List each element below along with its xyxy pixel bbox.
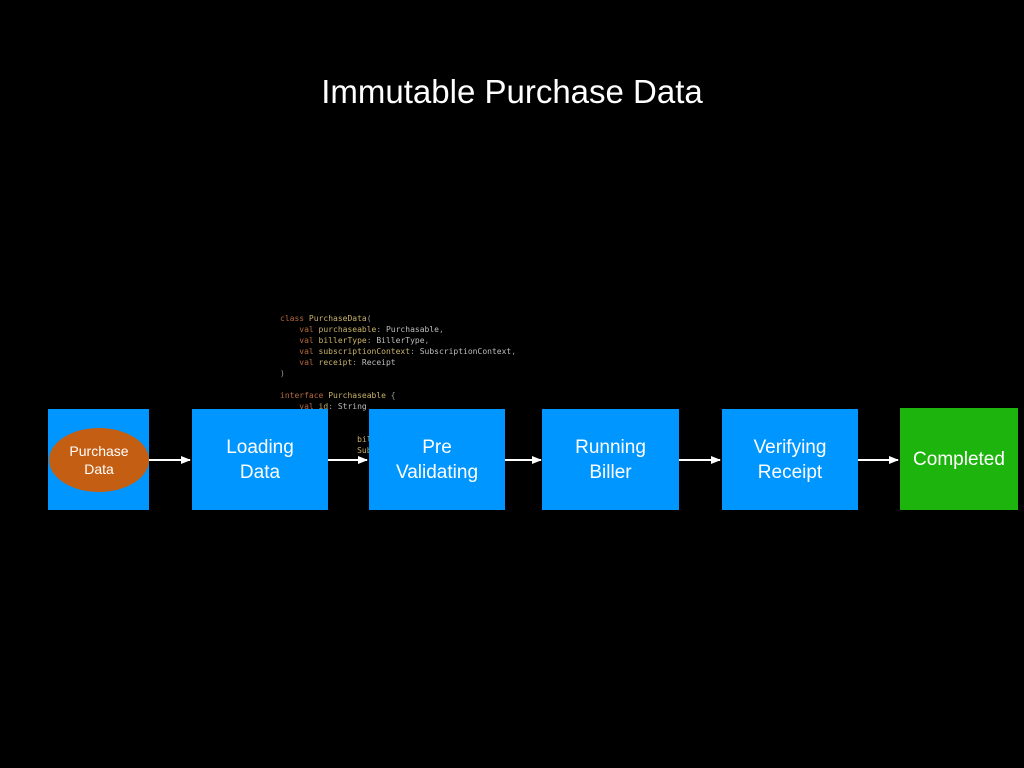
- state-label-running-biller: Running Biller: [575, 436, 646, 483]
- state-box-pre-validating: Pre Validating: [369, 409, 505, 510]
- code-line: ): [280, 369, 285, 378]
- state-label-verifying-receipt: Verifying Receipt: [753, 436, 827, 483]
- code-line: val billerType: BillerType,: [299, 336, 430, 345]
- state-label-pre-validating: Pre Validating: [395, 436, 479, 483]
- code-line: val purchaseable: Purchasable,: [299, 325, 444, 334]
- code-line: val subscriptionContext: SubscriptionCon…: [299, 347, 517, 356]
- state-box-verifying-receipt: Verifying Receipt: [722, 409, 858, 510]
- code-line: class PurchaseData(: [280, 314, 372, 323]
- code-line: val receipt: Receipt: [299, 358, 396, 367]
- state-box-running-biller: Running Biller: [542, 409, 679, 510]
- state-box-loading-data: Loading Data: [192, 409, 328, 510]
- code-line: interface Purchaseable {: [280, 391, 396, 400]
- state-box-completed: Completed: [900, 408, 1018, 510]
- state-label-loading-data: Loading Data: [226, 436, 294, 483]
- code-line: val id: String: [299, 402, 367, 411]
- state-label-completed: Completed: [913, 448, 1005, 470]
- slide-title: Immutable Purchase Data: [321, 73, 703, 110]
- purchase-data-ellipse: Purchase Data: [49, 428, 149, 492]
